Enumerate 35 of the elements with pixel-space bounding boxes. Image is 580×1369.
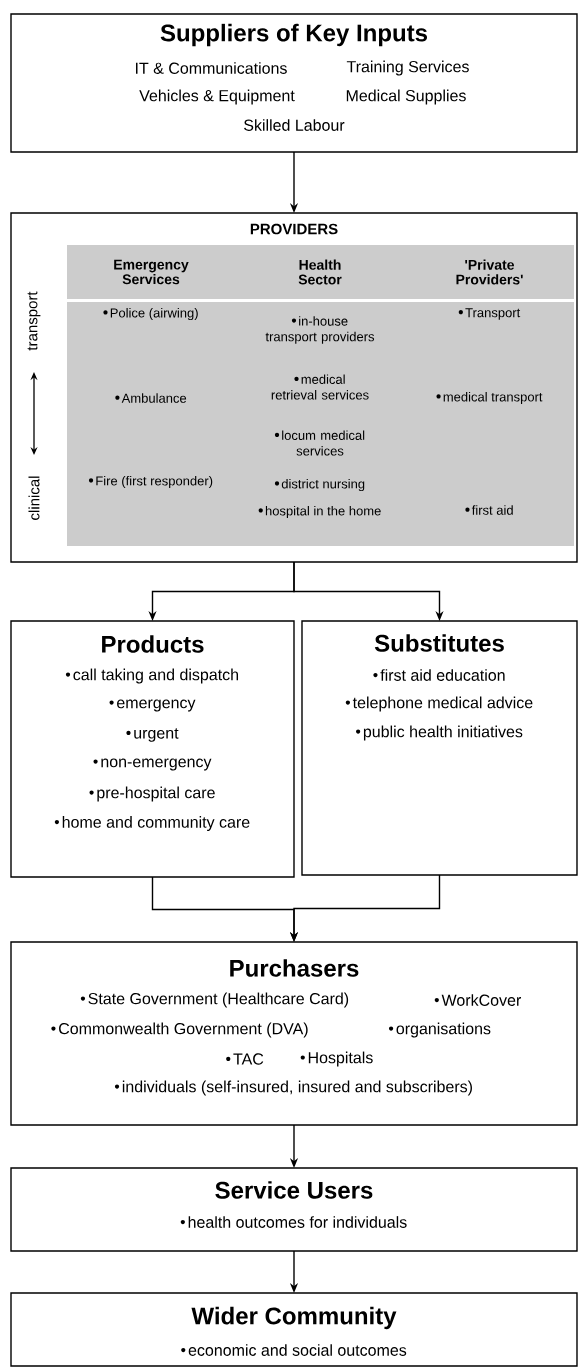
bullet-item: Commonwealth Government (DVA) xyxy=(51,1022,308,1038)
list-item: Skilled Labour xyxy=(244,119,345,131)
bullet-item: economic and social outcomes xyxy=(181,1344,407,1356)
list-item: Training Services xyxy=(346,60,469,76)
bullet-item: telephone medical advice xyxy=(345,696,533,712)
bullet-item: non-emergency xyxy=(93,758,212,771)
axis-label: transport xyxy=(27,291,41,351)
bullet-item: pre-hospital care xyxy=(89,786,215,802)
list-item: Vehicles & Equipment xyxy=(139,89,295,105)
box-heading: Suppliers of Key Inputs xyxy=(160,23,427,47)
list-item: Medical Supplies xyxy=(346,89,466,105)
bullet-item: WorkCover xyxy=(434,994,521,1006)
box-heading: 'Private Providers' xyxy=(456,259,523,285)
bullet-item: Hospitals xyxy=(300,1051,373,1067)
bullet-item: urgent xyxy=(126,728,179,742)
bullet-item: first aid education xyxy=(373,669,505,681)
bullet-item: health outcomes for individuals xyxy=(180,1216,407,1228)
bullet-item: State Government (Healthcare Card) xyxy=(80,992,349,1008)
bullet-item: home and community care xyxy=(54,816,250,831)
box-heading: Emergency Services xyxy=(114,259,189,285)
bullet-item: organisations xyxy=(389,1022,491,1038)
box-heading: Substitutes xyxy=(374,634,504,652)
axis-label: clinical xyxy=(28,476,40,520)
box-heading: Purchasers xyxy=(230,959,359,977)
box-heading: Products xyxy=(102,635,204,653)
bullet-item: public health initiatives xyxy=(356,725,523,741)
bullet-item: individuals (self-insured, insured and subscribers) xyxy=(114,1080,472,1096)
bullet-item: TAC xyxy=(226,1053,264,1065)
list-item: IT & Communications xyxy=(136,62,287,74)
bullet-item: call taking and dispatch xyxy=(65,668,238,684)
bullet-item: emergency xyxy=(109,699,196,712)
box-heading: Wider Community xyxy=(191,1306,397,1330)
box-heading: Health Sector xyxy=(298,259,342,285)
box-heading: PROVIDERS xyxy=(250,223,338,235)
box-heading: Service Users xyxy=(215,1181,373,1199)
